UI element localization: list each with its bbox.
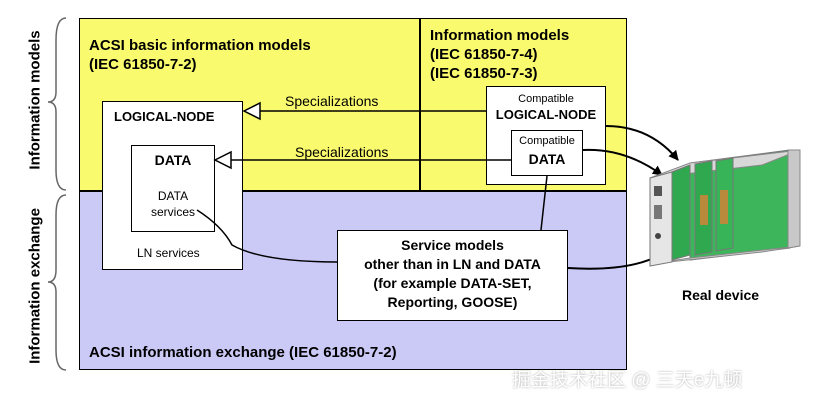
compatible-data-box	[511, 130, 583, 176]
compatible-ln-title: LOGICAL-NODE	[495, 107, 597, 122]
main-frame	[79, 18, 627, 370]
compatible-data-title: DATA	[528, 151, 566, 167]
ln-services-label: LN services	[137, 246, 200, 260]
specializations-top-label: Specializations	[285, 93, 379, 109]
specialization-arrow-bottom-head	[213, 150, 232, 170]
data-title: DATA	[154, 152, 192, 168]
ln-to-service-curve	[196, 209, 338, 263]
specializations-bottom-label: Specializations	[295, 144, 389, 160]
compatible-ln-small-label: Compatible	[518, 93, 574, 105]
specialization-arrow-top-head	[242, 101, 261, 121]
zone-divider	[79, 190, 627, 192]
data-to-device-arrow	[582, 148, 663, 176]
compatible-data-small-label: Compatible	[519, 135, 575, 147]
ln-to-device-arrow	[605, 125, 679, 161]
acsi-basic-title: ACSI basic information models (IEC 61850…	[89, 37, 311, 73]
service-models-text: Service models other than in LN and DATA…	[364, 237, 541, 310]
acsi-exchange-title: ACSI information exchange (IEC 61850-7-2…	[89, 344, 397, 361]
compatible-data-to-service-line	[540, 175, 548, 231]
information-models-bracket	[47, 17, 67, 191]
board-1	[671, 164, 691, 261]
data-services-label: DATA services	[150, 189, 195, 219]
data-box	[131, 145, 215, 232]
information-models-title: Information models (IEC 61850-7-4) (IEC …	[430, 27, 570, 82]
information-exchange-bracket	[47, 194, 67, 371]
real-device-label: Real device	[682, 287, 760, 303]
models-divider	[419, 18, 421, 191]
watermark: 掘金技术社区 @ 三天e九顿	[512, 370, 743, 391]
logical-node-title: LOGICAL-NODE	[114, 109, 215, 124]
service-models-box	[337, 230, 568, 321]
